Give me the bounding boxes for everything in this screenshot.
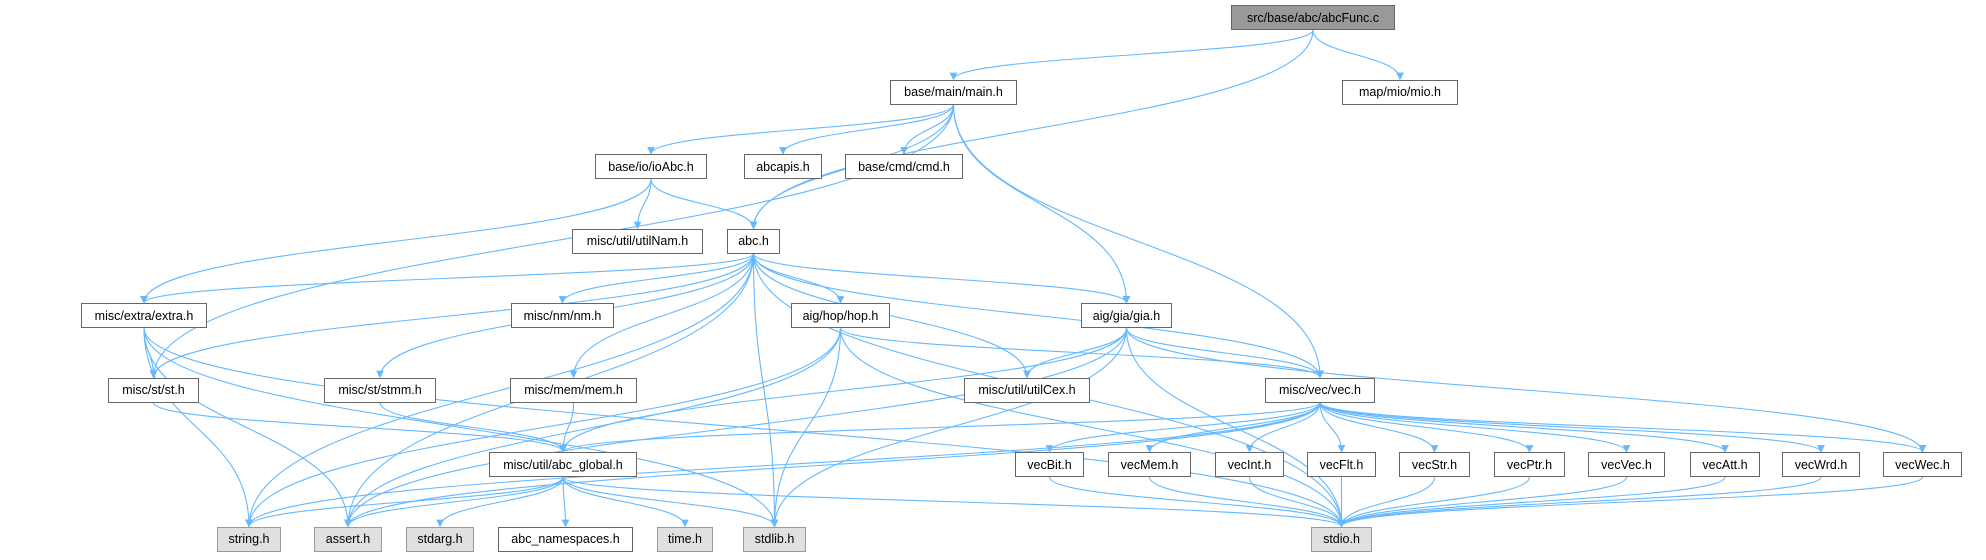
node-vecStr[interactable]: vecStr.h [1399, 452, 1470, 477]
edge-extra-to-stdio [143, 327, 1346, 528]
edge-vecBit-to-stdio [1048, 476, 1346, 528]
edge-vecStr-to-stdio [1337, 476, 1436, 528]
edge-abc-to-mem [569, 253, 755, 379]
node-stdarg[interactable]: stdarg.h [406, 526, 474, 552]
edge-vec-to-vecPtr [1319, 402, 1534, 453]
node-abcFunc[interactable]: src/base/abc/abcFunc.c [1231, 5, 1395, 30]
node-abc-global[interactable]: misc/util/abc_global.h [489, 452, 637, 477]
node-vecVec[interactable]: vecVec.h [1588, 452, 1665, 477]
edge-abc-to-gia [752, 253, 1131, 304]
edge-vec-to-assert [344, 402, 1321, 528]
node-vecPtr[interactable]: vecPtr.h [1494, 452, 1565, 477]
edge-abc-to-extra [140, 253, 755, 304]
edge-vec-to-vecWrd [1319, 402, 1825, 453]
node-stdlib[interactable]: stdlib.h [743, 526, 806, 552]
node-abcapis[interactable]: abcapis.h [744, 154, 822, 179]
edge-abc_global-to-abc_namespaces [561, 476, 570, 528]
node-main[interactable]: base/main/main.h [890, 79, 1017, 105]
edge-vecWec-to-stdio [1337, 476, 1924, 528]
edge-abc_global-to-stdarg [436, 476, 564, 528]
edge-vec-to-vecMem [1145, 402, 1321, 453]
edge-vec-to-vecVec [1319, 402, 1631, 453]
node-vecBit[interactable]: vecBit.h [1015, 452, 1084, 477]
edge-main-to-ioAbc [647, 104, 955, 155]
edge-ioAbc-to-utilNam [633, 178, 652, 230]
edge-vec-to-string [245, 402, 1321, 528]
edge-stmm-to-abc_global [379, 402, 567, 453]
node-abc[interactable]: abc.h [727, 228, 780, 254]
edge-ioAbc-to-abc [650, 178, 758, 230]
edge-extra-to-assert [143, 327, 352, 528]
node-string[interactable]: string.h [217, 526, 281, 552]
edge-abc-to-vec [752, 253, 1324, 379]
node-vecFlt[interactable]: vecFlt.h [1307, 452, 1376, 477]
edge-abc-to-st [149, 253, 755, 379]
edge-abcFunc-to-main [949, 29, 1314, 81]
edge-gia-to-vecWec [1125, 327, 1927, 453]
edge-vecPtr-to-stdio [1337, 476, 1531, 528]
node-stdio[interactable]: stdio.h [1311, 526, 1372, 552]
edge-abcFunc-to-mio [1312, 29, 1404, 81]
node-utilCex[interactable]: misc/util/utilCex.h [964, 377, 1090, 403]
edge-gia-to-utilCex [1023, 327, 1128, 379]
edge-vec-to-vecStr [1319, 402, 1439, 453]
edge-abc_global-to-assert [344, 476, 564, 528]
edge-vec-to-vecFlt [1319, 402, 1346, 453]
edge-main-to-vec [952, 104, 1324, 379]
node-time[interactable]: time.h [657, 526, 713, 552]
edge-vec-to-vecAtt [1319, 402, 1729, 453]
edge-vecVec-to-stdio [1337, 476, 1628, 528]
edge-st-to-abc_global [152, 402, 567, 453]
edge-ioAbc-to-extra [140, 178, 652, 304]
edge-abc_global-to-time [562, 476, 689, 528]
node-mio[interactable]: map/mio/mio.h [1342, 79, 1458, 105]
edge-vecWrd-to-stdio [1337, 476, 1822, 528]
edge-vecAtt-to-stdio [1337, 476, 1726, 528]
edge-hop-to-string [245, 327, 842, 528]
node-assert[interactable]: assert.h [314, 526, 382, 552]
node-st[interactable]: misc/st/st.h [108, 377, 199, 403]
node-abc-namespaces[interactable]: abc_namespaces.h [498, 526, 633, 552]
node-nm[interactable]: misc/nm/nm.h [511, 303, 614, 328]
edge-main-to-abcapis [779, 104, 955, 155]
edge-abc-to-utilCex [752, 253, 1031, 379]
edge-vecMem-to-stdio [1148, 476, 1346, 528]
edge-gia-to-vec [1125, 327, 1324, 379]
edge-hop-to-assert [344, 327, 842, 528]
node-ioAbc[interactable]: base/io/ioAbc.h [595, 154, 707, 179]
edge-vecInt-to-stdio [1248, 476, 1346, 528]
edge-vec-to-vecWec [1319, 402, 1927, 453]
edge-abc_global-to-stdlib [562, 476, 779, 528]
edge-vec-to-abc_global [559, 402, 1321, 453]
edge-hop-to-vec [839, 327, 1324, 379]
edge-vec-to-vecBit [1045, 402, 1321, 453]
edge-abc_global-to-stdio [562, 476, 1346, 528]
edge-abc-to-nm [558, 253, 755, 304]
edge-vec-to-vecInt [1245, 402, 1321, 453]
node-cmd[interactable]: base/cmd/cmd.h [845, 154, 963, 179]
node-gia[interactable]: aig/gia/gia.h [1081, 303, 1172, 328]
node-vecAtt[interactable]: vecAtt.h [1690, 452, 1760, 477]
edge-gia-to-assert [344, 327, 1128, 528]
edge-abc-to-stdlib [752, 253, 779, 528]
edge-extra-to-string [143, 327, 253, 528]
node-mem[interactable]: misc/mem/mem.h [510, 377, 637, 403]
edge-main-to-gia [952, 104, 1131, 304]
node-stmm[interactable]: misc/st/stmm.h [324, 377, 436, 403]
edge-abc-to-string [245, 253, 755, 528]
edge-gia-to-abc_global [559, 327, 1128, 453]
edge-extra-to-stdlib [143, 327, 779, 528]
edge-hop-to-stdlib [770, 327, 842, 528]
node-vecInt[interactable]: vecInt.h [1215, 452, 1284, 477]
node-vecWec[interactable]: vecWec.h [1883, 452, 1962, 477]
node-utilNam[interactable]: misc/util/utilNam.h [572, 228, 703, 254]
node-vec[interactable]: misc/vec/vec.h [1265, 377, 1375, 403]
node-vecWrd[interactable]: vecWrd.h [1782, 452, 1860, 477]
node-vecMem[interactable]: vecMem.h [1108, 452, 1191, 477]
node-hop[interactable]: aig/hop/hop.h [791, 303, 890, 328]
edge-hop-to-stdio [839, 327, 1346, 528]
node-extra[interactable]: misc/extra/extra.h [81, 303, 207, 328]
edge-abc_global-to-string [245, 476, 564, 528]
